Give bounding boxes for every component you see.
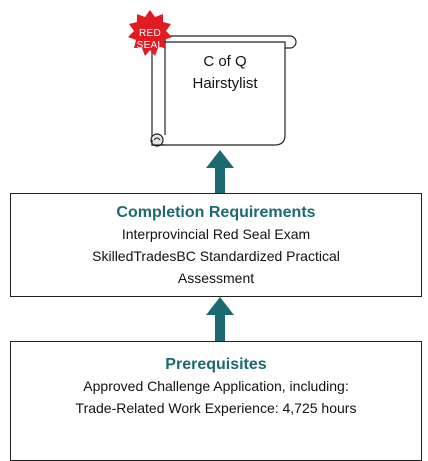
prerequisites-box: Prerequisites Approved Challenge Applica… <box>10 341 422 461</box>
certificate-title-line2: Hairstylist <box>192 75 258 92</box>
seal-text-line2: SEAL <box>136 40 164 51</box>
certificate-scroll <box>128 10 297 147</box>
completion-requirements-title: Completion Requirements <box>116 204 316 221</box>
completion-line: SkilledTradesBC Standardized Practical <box>92 248 340 264</box>
completion-line: Interprovincial Red Seal Exam <box>121 226 311 242</box>
completion-line: Assessment <box>177 270 255 286</box>
arrow-up-icon <box>206 297 234 342</box>
prerequisites-title: Prerequisites <box>165 356 267 373</box>
red-seal-badge <box>128 10 172 56</box>
seal-text-line1: RED <box>138 28 161 39</box>
prerequisites-line: Approved Challenge Application, includin… <box>83 378 349 394</box>
completion-requirements-box: Completion Requirements Interprovincial … <box>10 193 422 297</box>
certificate-title-line1: C of Q <box>203 53 247 70</box>
prerequisites-line: Trade-Related Work Experience: 4,725 hou… <box>75 400 357 416</box>
arrow-up-icon <box>206 150 234 194</box>
